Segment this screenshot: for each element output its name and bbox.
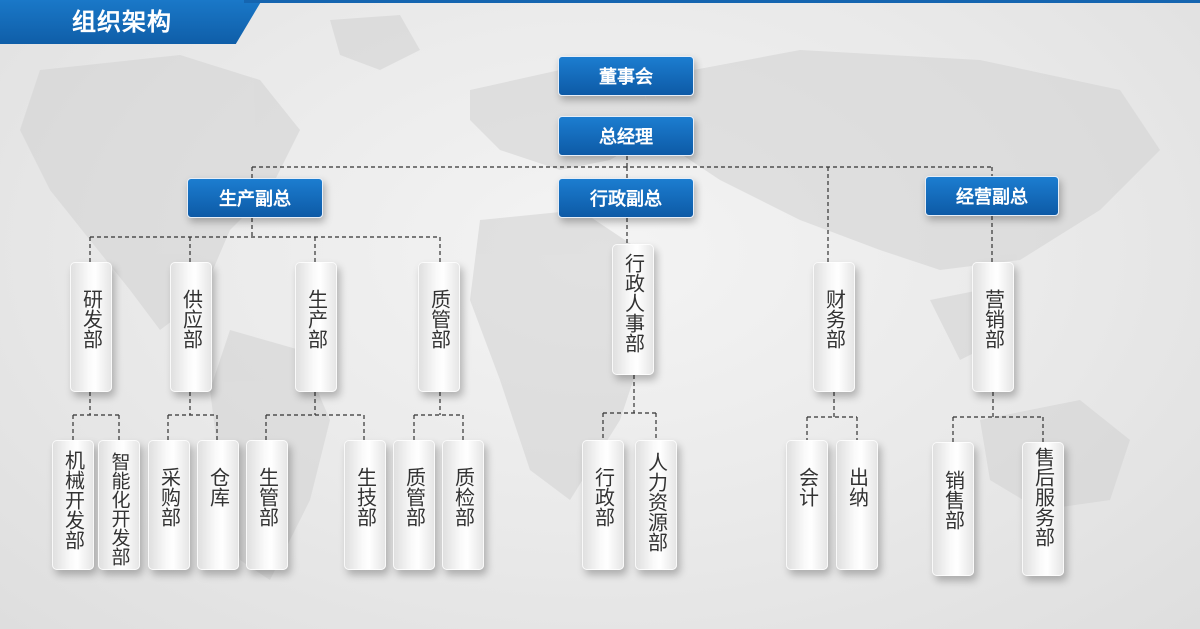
node-dept-qm: 质管部 bbox=[418, 262, 460, 392]
node-sub-accounting: 会计 bbox=[786, 440, 828, 570]
page-title: 组织架构 bbox=[72, 8, 172, 36]
node-dept-finance-label: 财务部 bbox=[822, 289, 847, 349]
node-board-label: 董事会 bbox=[599, 67, 653, 88]
node-sub-smart: 智能化开发部 bbox=[98, 440, 140, 570]
node-sub-admin-label: 行政部 bbox=[591, 467, 616, 527]
node-sub-purchase: 采购部 bbox=[148, 440, 190, 570]
node-dept-supply: 供应部 bbox=[170, 262, 212, 392]
node-dept-hr-admin: 行政人事部 bbox=[612, 244, 654, 375]
node-dept-rd-label: 研发部 bbox=[79, 289, 104, 349]
node-sub-cashier-label: 出纳 bbox=[845, 467, 870, 507]
node-sub-aftersales-label: 售后服务部 bbox=[1031, 447, 1056, 547]
node-dept-supply-label: 供应部 bbox=[179, 289, 204, 349]
node-sub-warehouse: 仓库 bbox=[197, 440, 239, 570]
top-divider-line bbox=[244, 0, 1200, 3]
node-dept-rd: 研发部 bbox=[70, 262, 112, 392]
node-sub-prod-mgmt-label: 生管部 bbox=[255, 467, 280, 527]
node-dept-prod: 生产部 bbox=[295, 262, 337, 392]
node-sub-quality-mgmt-label: 质管部 bbox=[402, 467, 427, 527]
node-sub-purchase-label: 采购部 bbox=[157, 467, 182, 527]
node-vp-admin-label: 行政副总 bbox=[590, 189, 662, 210]
node-gm: 总经理 bbox=[558, 116, 694, 156]
node-sub-mech: 机械开发部 bbox=[52, 440, 94, 570]
node-dept-marketing-label: 营销部 bbox=[981, 289, 1006, 349]
node-vp-production-label: 生产副总 bbox=[219, 189, 291, 210]
node-sub-quality-mgmt: 质管部 bbox=[393, 440, 435, 570]
node-dept-qm-label: 质管部 bbox=[427, 289, 452, 349]
title-banner bbox=[0, 0, 262, 44]
node-sub-hr-label: 人力资源部 bbox=[644, 452, 669, 552]
node-sub-aftersales: 售后服务部 bbox=[1022, 442, 1064, 576]
node-dept-hr-admin-label: 行政人事部 bbox=[621, 253, 646, 353]
node-dept-prod-label: 生产部 bbox=[304, 289, 329, 349]
node-dept-marketing: 营销部 bbox=[972, 262, 1014, 392]
node-sub-admin: 行政部 bbox=[582, 440, 624, 570]
node-dept-finance: 财务部 bbox=[813, 262, 855, 392]
node-board: 董事会 bbox=[558, 56, 694, 96]
node-sub-smart-label: 智能化开发部 bbox=[108, 452, 131, 566]
node-vp-production: 生产副总 bbox=[187, 178, 323, 218]
node-sub-cashier: 出纳 bbox=[836, 440, 878, 570]
node-sub-sales-label: 销售部 bbox=[941, 470, 966, 530]
node-vp-business-label: 经营副总 bbox=[956, 187, 1028, 208]
node-sub-warehouse-label: 仓库 bbox=[206, 467, 231, 507]
node-gm-label: 总经理 bbox=[599, 127, 653, 148]
node-vp-admin: 行政副总 bbox=[558, 178, 694, 218]
node-sub-tech: 生技部 bbox=[344, 440, 386, 570]
node-sub-inspection: 质检部 bbox=[442, 440, 484, 570]
node-sub-inspection-label: 质检部 bbox=[451, 467, 476, 527]
node-sub-prod-mgmt: 生管部 bbox=[246, 440, 288, 570]
node-sub-sales: 销售部 bbox=[932, 442, 974, 576]
node-vp-business: 经营副总 bbox=[925, 176, 1059, 216]
node-sub-mech-label: 机械开发部 bbox=[61, 450, 86, 550]
node-sub-accounting-label: 会计 bbox=[795, 467, 820, 507]
node-sub-hr: 人力资源部 bbox=[635, 440, 677, 570]
node-sub-tech-label: 生技部 bbox=[353, 467, 378, 527]
